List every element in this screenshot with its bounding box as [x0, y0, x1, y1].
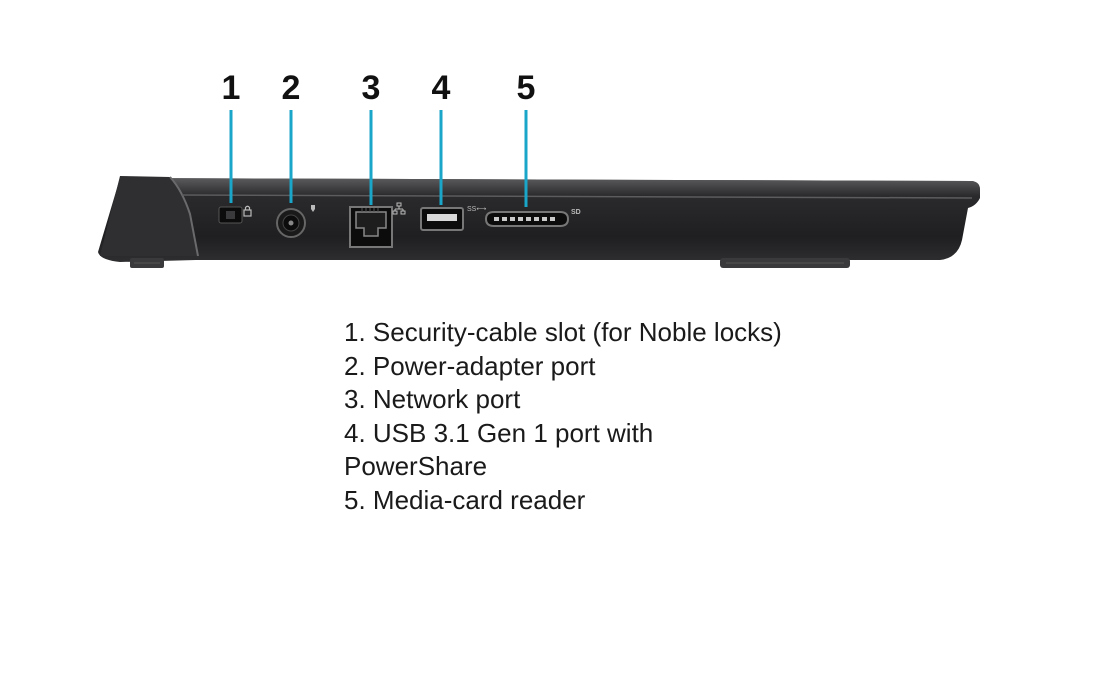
callout-number-4: 4: [431, 69, 451, 107]
callout-number-2: 2: [281, 69, 301, 107]
usb-port: [420, 207, 464, 231]
legend-item-security-slot: 1. Security-cable slot (for Noble locks): [344, 317, 782, 347]
security-cable-slot: [218, 206, 243, 224]
callout-number-3: 3: [361, 69, 381, 107]
legend-item-usb-port: 4. USB 3.1 Gen 1 port with PowerShare: [344, 417, 654, 482]
lock-icon: [243, 205, 252, 217]
laptop-left-side-illustration: SS⟷ SD: [98, 110, 980, 268]
power-adapter-port: [276, 208, 306, 238]
legend-item-power-adapter: 2. Power-adapter port: [344, 350, 596, 381]
network-icon: [392, 202, 406, 215]
legend-item-network-port: 3. Network port: [344, 384, 521, 414]
usb-ss-icon: SS⟷: [467, 206, 486, 213]
power-plug-icon: [311, 205, 315, 212]
port-legend: 1. Security-cable slot (for Noble locks)…: [344, 316, 864, 517]
sd-card-icon: SD: [571, 209, 581, 216]
callout-number-5: 5: [516, 69, 536, 107]
callout-number-1: 1: [221, 69, 241, 107]
legend-item-media-card-reader: 5. Media-card reader: [344, 484, 586, 515]
network-port: [349, 206, 393, 248]
media-card-reader: [484, 211, 570, 227]
callout-lines: [229, 110, 528, 207]
